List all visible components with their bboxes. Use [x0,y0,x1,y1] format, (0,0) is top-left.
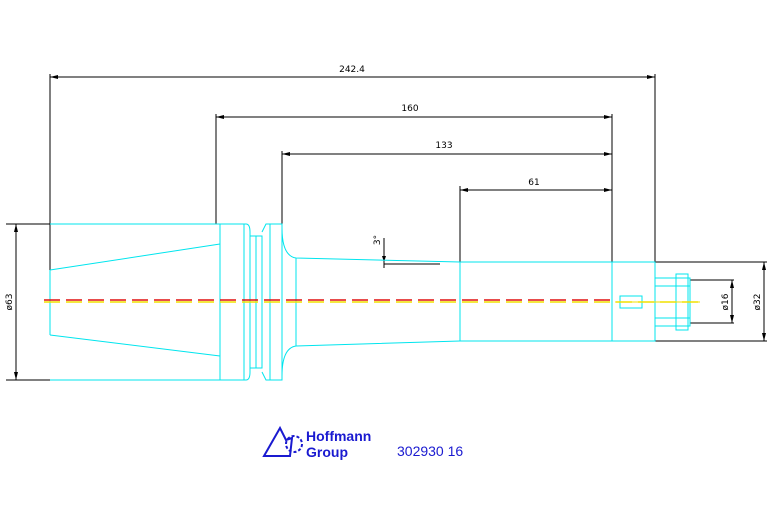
dim-diameter-16: ø16 [721,293,731,310]
dim-length-61: 61 [528,178,539,188]
dim-diameter-63: ø63 [5,294,15,311]
logo-line1: Hoffmann [306,428,371,444]
logo-mark-icon [262,425,294,457]
dim-length-133: 133 [435,141,452,151]
dim-length-160: 160 [401,104,418,114]
part-number: 302930 16 [397,443,463,459]
dim-diameter-32: ø32 [753,294,763,311]
logo-line2: Group [306,444,348,460]
logo-gear-icon [285,435,303,453]
dim-overall-length: 242.4 [339,65,365,75]
hoffmann-group-logo: Hoffmann Group [262,425,371,460]
dimension-lines [6,74,767,381]
dimension-arrows [14,75,766,380]
dim-angle: 3° [373,235,383,245]
